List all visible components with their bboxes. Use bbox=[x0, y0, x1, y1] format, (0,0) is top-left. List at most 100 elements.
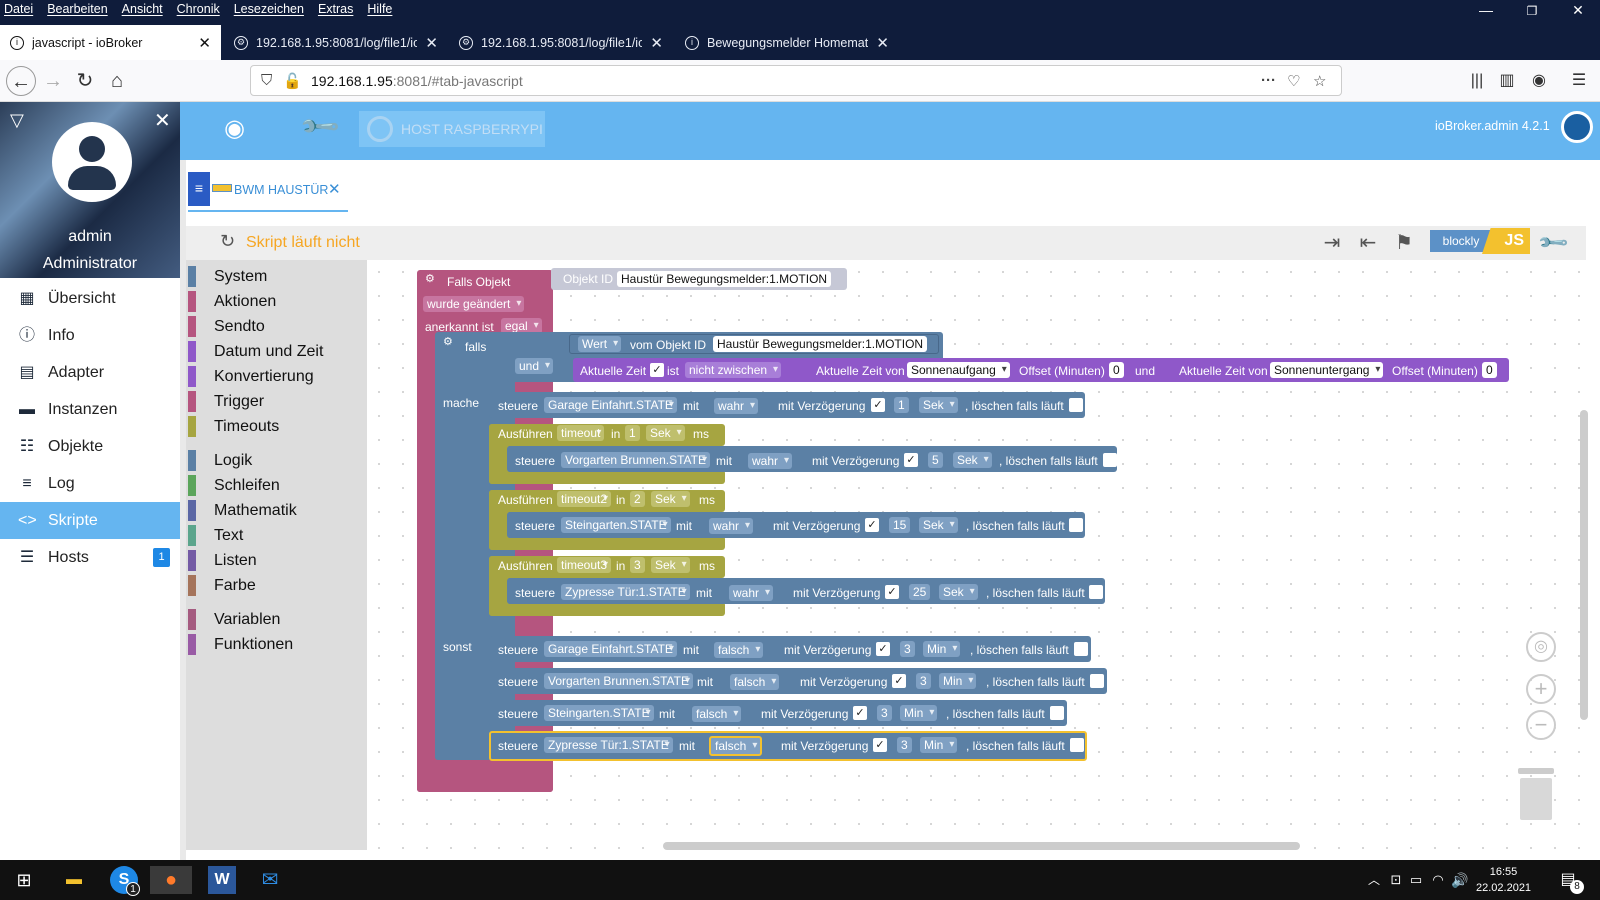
windows-start-icon[interactable]: ⊞ bbox=[16, 870, 32, 890]
delay-value-field[interactable]: 1 bbox=[894, 397, 909, 413]
control-object-field[interactable]: Vorgarten Brunnen.STATE bbox=[561, 452, 710, 468]
current-time-checkbox[interactable]: ✓ bbox=[650, 363, 664, 377]
timeout-value-field[interactable]: 3 bbox=[630, 557, 645, 573]
account-icon[interactable]: ◉ bbox=[1532, 72, 1546, 89]
delay-unit-dropdown[interactable]: Min bbox=[939, 673, 977, 689]
condition-object-id-field[interactable]: Haustür Bewegungsmelder:1.MOTION bbox=[713, 336, 928, 352]
delay-checkbox[interactable]: ✓ bbox=[865, 518, 879, 532]
toolbox-category-timeouts[interactable]: Timeouts bbox=[186, 414, 367, 439]
browser-tab-log-2[interactable]: ⚙ 192.168.1.95:8081/log/file1/iob ✕ bbox=[449, 25, 673, 60]
zoom-out-icon[interactable]: − bbox=[1526, 710, 1556, 740]
trigger-change-dropdown[interactable]: wurde geändert bbox=[423, 296, 525, 312]
value-dropdown[interactable]: wahr bbox=[709, 518, 754, 534]
control-object-field[interactable]: Garage Einfahrt.STATE bbox=[544, 641, 677, 657]
sidebar-item-uebersicht[interactable]: ▦Übersicht bbox=[0, 280, 180, 317]
delay-checkbox[interactable]: ✓ bbox=[853, 706, 867, 720]
delay-checkbox[interactable]: ✓ bbox=[873, 738, 887, 752]
restart-icon[interactable]: ↻ bbox=[220, 231, 236, 251]
settings-wrench-icon[interactable]: 🔧 bbox=[1537, 226, 1571, 260]
clear-checkbox[interactable] bbox=[1089, 585, 1103, 599]
forward-arrow-icon[interactable]: → bbox=[43, 70, 63, 92]
close-tab-icon[interactable]: ✕ bbox=[425, 34, 438, 52]
menu-ansicht[interactable]: Ansicht bbox=[121, 2, 163, 16]
offset-field-2[interactable]: 0 bbox=[1482, 362, 1497, 378]
gear-icon[interactable]: ⚙ bbox=[425, 273, 435, 285]
value-dropdown[interactable]: wahr bbox=[748, 453, 793, 469]
library-icon[interactable]: ||| bbox=[1470, 72, 1484, 89]
gear-icon[interactable]: ⚙ bbox=[443, 336, 453, 348]
value-dropdown[interactable]: falsch bbox=[714, 642, 764, 658]
delay-unit-dropdown[interactable]: Sek bbox=[939, 584, 978, 600]
blockly-button[interactable]: blockly bbox=[1430, 230, 1492, 252]
recenter-icon[interactable]: ◎ bbox=[1526, 632, 1556, 662]
value-dropdown[interactable]: Wert bbox=[578, 336, 622, 352]
close-tab-icon[interactable]: ✕ bbox=[650, 34, 663, 52]
clear-checkbox[interactable] bbox=[1070, 738, 1084, 752]
sunrise-dropdown[interactable]: Sonnenaufgang bbox=[907, 362, 1010, 378]
timeout-value-field[interactable]: 2 bbox=[630, 491, 645, 507]
word-icon[interactable]: W bbox=[208, 866, 236, 894]
close-window-icon[interactable]: ✕ bbox=[1572, 2, 1584, 18]
clear-checkbox[interactable] bbox=[1074, 642, 1088, 656]
sidebar-item-instanzen[interactable]: ▬Instanzen bbox=[0, 391, 180, 428]
restore-icon[interactable]: ❐ bbox=[1526, 4, 1538, 18]
clear-checkbox[interactable] bbox=[1090, 674, 1104, 688]
sunset-dropdown[interactable]: Sonnenuntergang bbox=[1270, 362, 1384, 378]
tray-chevron-icon[interactable]: ︿ bbox=[1367, 873, 1380, 887]
toolbox-category-sendto[interactable]: Sendto bbox=[186, 314, 367, 339]
clear-checkbox[interactable] bbox=[1103, 453, 1117, 467]
tray-device-icon[interactable]: ⊡ bbox=[1390, 872, 1402, 887]
toolbox-category-aktionen[interactable]: Aktionen bbox=[186, 289, 367, 314]
menu-lesezeichen[interactable]: Lesezeichen bbox=[233, 2, 304, 16]
shield-icon[interactable]: ⛉ bbox=[261, 72, 273, 89]
sidebar-item-adapter[interactable]: ▤Adapter bbox=[0, 354, 180, 391]
ack-dropdown[interactable]: egal bbox=[501, 318, 542, 334]
menu-hilfe[interactable]: Hilfe bbox=[367, 2, 393, 16]
delay-unit-dropdown[interactable]: Sek bbox=[953, 452, 992, 468]
value-dropdown[interactable]: falsch bbox=[692, 706, 742, 722]
script-list-menu-icon[interactable]: ≡ bbox=[188, 172, 210, 206]
sidebar-toggle-icon[interactable]: ▥ bbox=[1499, 72, 1515, 89]
delay-value-field[interactable]: 3 bbox=[877, 705, 892, 721]
delay-value-field[interactable]: 3 bbox=[897, 737, 912, 753]
and-dropdown[interactable]: und bbox=[515, 358, 554, 374]
clear-checkbox[interactable] bbox=[1069, 398, 1083, 412]
minimize-icon[interactable]: — bbox=[1479, 2, 1493, 18]
sidebar-item-objekte[interactable]: ☷Objekte bbox=[0, 428, 180, 465]
eye-icon[interactable]: ◉ bbox=[224, 115, 245, 142]
delay-unit-dropdown[interactable]: Sek bbox=[919, 517, 958, 533]
control-object-field[interactable]: Vorgarten Brunnen.STATE bbox=[544, 673, 693, 689]
value-dropdown[interactable]: wahr bbox=[714, 398, 759, 414]
control-object-field[interactable]: Steingarten.STATE bbox=[561, 517, 671, 533]
wifi-icon[interactable]: ◠ bbox=[1432, 872, 1444, 887]
file-explorer-icon[interactable]: ▬ bbox=[66, 871, 82, 888]
close-script-tab-icon[interactable]: ✕ bbox=[328, 181, 341, 198]
reload-icon[interactable]: ↻ bbox=[76, 70, 94, 92]
menu-datei[interactable]: Datei bbox=[4, 2, 34, 16]
checkered-flag-icon[interactable]: ⚑ bbox=[1395, 232, 1413, 254]
pocket-icon[interactable]: ♡ bbox=[1287, 73, 1301, 90]
toolbox-category-text[interactable]: Text bbox=[186, 523, 367, 548]
script-tab[interactable]: ≡ BWM HAUSTÜR ✕ bbox=[188, 172, 348, 212]
delay-unit-dropdown[interactable]: Min bbox=[900, 705, 938, 721]
close-tab-icon[interactable]: ✕ bbox=[198, 34, 211, 52]
timeout-value-field[interactable]: 1 bbox=[625, 425, 640, 441]
clear-checkbox[interactable] bbox=[1069, 518, 1083, 532]
menu-extras[interactable]: Extras bbox=[317, 2, 354, 16]
delay-checkbox[interactable]: ✓ bbox=[876, 642, 890, 656]
toolbox-category-logik[interactable]: Logik bbox=[186, 448, 367, 473]
delay-value-field[interactable]: 25 bbox=[909, 584, 931, 600]
toolbox-category-system[interactable]: System bbox=[186, 264, 367, 289]
timeout-unit-dropdown[interactable]: Sek bbox=[651, 557, 690, 573]
host-button[interactable]: HOST RASPBERRYPI bbox=[359, 111, 545, 147]
browser-tab-log-1[interactable]: ⚙ 192.168.1.95:8081/log/file1/iob ✕ bbox=[224, 25, 448, 60]
toolbox-category-farbe[interactable]: Farbe bbox=[186, 573, 367, 598]
clear-checkbox[interactable] bbox=[1050, 706, 1064, 720]
browser-tab-bewegungsmelder[interactable]: i Bewegungsmelder Homematic ✕ bbox=[675, 25, 899, 60]
browser-tab-javascript[interactable]: i javascript - ioBroker ✕ bbox=[0, 25, 221, 60]
toolbox-category-mathematik[interactable]: Mathematik bbox=[186, 498, 367, 523]
value-dropdown[interactable]: falsch bbox=[730, 674, 780, 690]
delay-value-field[interactable]: 3 bbox=[916, 673, 931, 689]
value-dropdown[interactable]: wahr bbox=[729, 585, 774, 601]
sidebar-item-log[interactable]: ≡Log bbox=[0, 465, 180, 502]
